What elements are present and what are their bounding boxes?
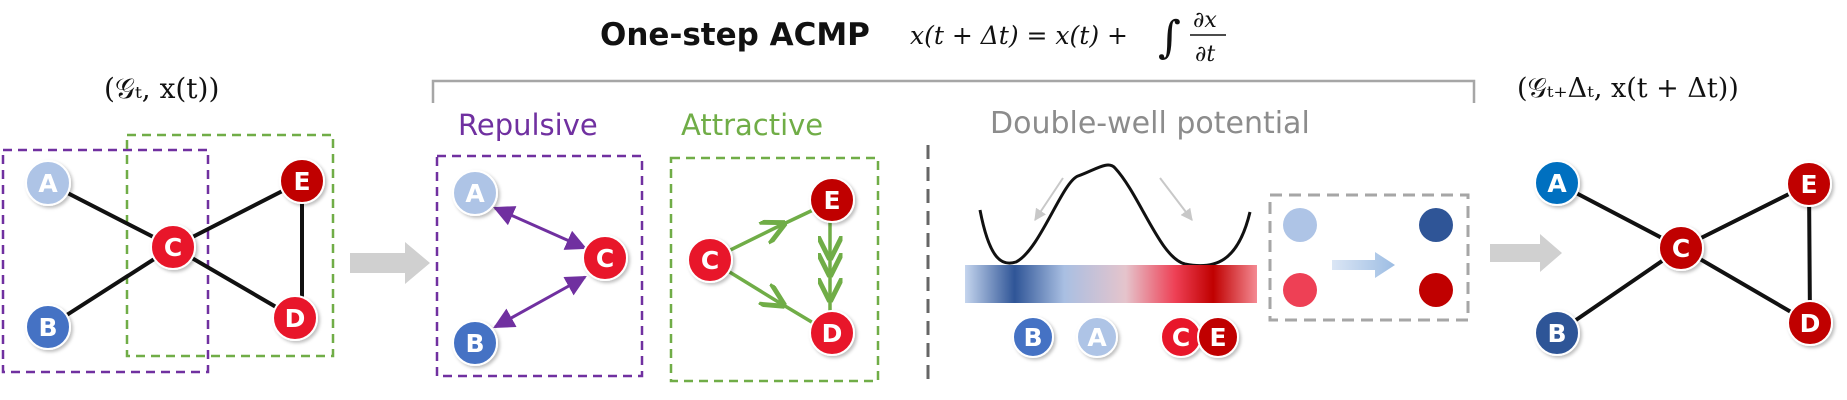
left-slope-arrow: [1034, 177, 1064, 221]
repulsive-nodes: A C B: [452, 170, 628, 366]
attractive-group-box: [125, 133, 335, 358]
node-d: D: [809, 310, 855, 356]
svg-text:A: A: [465, 179, 485, 208]
equation-lhs: x(t + Δt) = x(t) +: [910, 21, 1128, 50]
svg-text:E: E: [1800, 170, 1817, 199]
svg-text:B: B: [1023, 323, 1042, 352]
node-e: E: [279, 158, 325, 204]
double-well-curve: [978, 163, 1252, 268]
node-d: D: [1787, 300, 1833, 346]
integral-symbol: ∫: [1158, 12, 1181, 63]
svg-text:B: B: [465, 329, 484, 358]
node-a: A: [1076, 316, 1118, 358]
node-a: A: [1534, 160, 1580, 206]
output-graph-label: (𝒢ₜ₊Δₜ, x(t + Δt)): [1517, 73, 1739, 104]
node-e: E: [809, 177, 855, 223]
right-slope-arrow: [1159, 177, 1193, 221]
node-c: C: [582, 235, 628, 281]
output-nodes: A B C E D: [1534, 160, 1833, 356]
shift-arrow-icon: [1332, 252, 1395, 278]
svg-text:E: E: [1209, 323, 1226, 352]
potential-gradient-bar: [965, 265, 1257, 303]
position-nodes: B A C E: [1012, 316, 1239, 358]
fraction-numerator: ∂x: [1193, 8, 1217, 33]
node-e: E: [1197, 316, 1239, 358]
input-edges: [46, 179, 304, 329]
dark-red-dot: [1419, 273, 1453, 307]
fraction-denominator: ∂t: [1195, 42, 1215, 67]
node-c: C: [1160, 316, 1202, 358]
node-c: C: [150, 224, 196, 270]
node-c: C: [687, 237, 733, 283]
svg-text:B: B: [1547, 319, 1566, 348]
svg-text:A: A: [38, 169, 58, 198]
node-b: B: [1534, 310, 1580, 356]
update-equation: x(t + Δt) = x(t) + ∫ ∂x ∂t: [910, 8, 1226, 67]
node-e: E: [1786, 161, 1832, 207]
page-title: One-step ACMP: [600, 17, 870, 53]
repulsive-box: [435, 154, 644, 378]
double-well-label: Double-well potential: [990, 106, 1310, 141]
repulsive-arrows: [493, 206, 587, 329]
svg-text:E: E: [293, 167, 310, 196]
input-nodes: A B C E D: [25, 158, 325, 350]
attractive-box: [669, 156, 880, 383]
svg-text:C: C: [596, 244, 614, 273]
svg-text:C: C: [701, 246, 719, 275]
svg-text:D: D: [822, 319, 843, 348]
acmp-bracket: [431, 79, 1476, 103]
svg-text:E: E: [823, 186, 840, 215]
svg-text:D: D: [1800, 309, 1821, 338]
output-edges: [1555, 181, 1812, 335]
node-b: B: [25, 304, 71, 350]
svg-text:C: C: [164, 233, 182, 262]
node-c: C: [1658, 225, 1704, 271]
attractive-nodes: C E D: [687, 177, 855, 356]
repulsive-group-box: [1, 148, 210, 374]
attractive-label: Attractive: [681, 108, 823, 142]
node-b: B: [452, 320, 498, 366]
light-blue-dot: [1283, 208, 1317, 242]
svg-text:C: C: [1172, 323, 1190, 352]
svg-text:D: D: [285, 304, 306, 333]
node-a: A: [25, 160, 71, 206]
svg-text:C: C: [1672, 234, 1690, 263]
node-a: A: [452, 170, 498, 216]
svg-text:A: A: [1547, 169, 1567, 198]
svg-text:A: A: [1087, 323, 1107, 352]
svg-text:B: B: [38, 313, 57, 342]
node-d: D: [272, 295, 318, 341]
step-arrow-icon: [350, 242, 430, 284]
input-graph-label: (𝒢ₜ, x(t)): [104, 72, 219, 105]
node-b: B: [1012, 316, 1054, 358]
repulsive-label: Repulsive: [458, 108, 598, 142]
light-red-dot: [1283, 273, 1317, 307]
output-arrow-icon: [1490, 234, 1562, 272]
state-transition-box: [1268, 193, 1470, 322]
dark-blue-dot: [1419, 208, 1453, 242]
